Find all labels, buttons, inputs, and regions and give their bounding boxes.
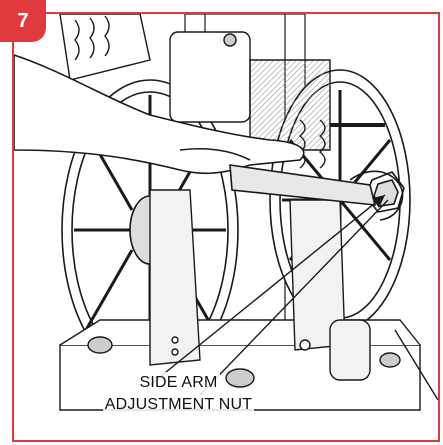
left-side-arm [149,189,201,366]
callout-line-1: SIDE ARM [137,372,220,394]
hand-with-wrench [13,53,404,221]
figure-frame [12,12,440,442]
right-side-arm [289,199,371,381]
side-arm-adjustment-nut-label: SIDE ARM ADJUSTMENT NUT [96,372,261,416]
callout-line-2: ADJUSTMENT NUT [102,394,255,416]
callout-leader-lines [149,194,439,401]
upper-spring-assembly [59,13,385,169]
step-number-badge: 7 [0,0,46,42]
